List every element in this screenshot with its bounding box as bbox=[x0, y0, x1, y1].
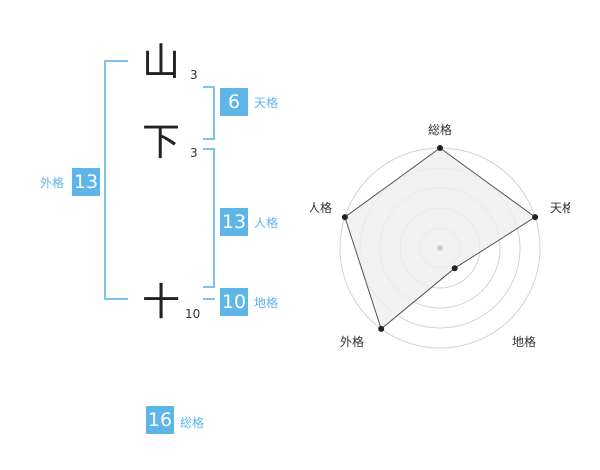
soukaku-value: 16 bbox=[146, 406, 174, 434]
gaikaku-label: 外格 bbox=[40, 176, 65, 190]
gaikaku-bracket bbox=[104, 60, 128, 300]
radar-axis-label-chikaku: 地格 bbox=[512, 334, 536, 349]
radar-center-dot bbox=[437, 245, 443, 251]
radar-points bbox=[341, 145, 539, 332]
radar-axis-label-soukaku: 総格 bbox=[428, 122, 452, 137]
radar-point bbox=[341, 214, 348, 221]
name-char-2: 下 bbox=[142, 120, 181, 164]
tenkaku-bracket bbox=[203, 86, 215, 140]
fortune-radar-chart: 総格 天格 地格 外格 人格 bbox=[310, 122, 570, 349]
jinkaku-value: 13 bbox=[220, 208, 248, 236]
radar-axis-label-gaikaku: 外格 bbox=[340, 334, 364, 349]
stroke-count-2: 3 bbox=[190, 146, 198, 160]
jinkaku-label: 人格 bbox=[254, 216, 279, 230]
gaikaku-value: 13 bbox=[72, 168, 100, 196]
stroke-count-1: 3 bbox=[190, 68, 198, 82]
chikaku-value: 10 bbox=[220, 288, 248, 316]
radar-point bbox=[532, 214, 539, 221]
radar-point bbox=[451, 265, 458, 272]
name-char-3: 十 bbox=[142, 280, 181, 324]
radar-point bbox=[378, 325, 385, 332]
radar-shape bbox=[344, 147, 536, 330]
tenkaku-value: 6 bbox=[220, 88, 248, 116]
radar-axis-label-tenkaku: 天格 bbox=[550, 200, 570, 215]
jinkaku-bracket bbox=[203, 148, 215, 288]
tenkaku-label: 天格 bbox=[254, 96, 279, 110]
name-char-1: 山 bbox=[142, 40, 181, 84]
soukaku-label: 総格 bbox=[180, 416, 205, 430]
chikaku-label: 地格 bbox=[254, 296, 279, 310]
chikaku-bracket bbox=[203, 298, 215, 300]
radar-axis-label-jinkaku: 人格 bbox=[310, 200, 332, 215]
radar-point bbox=[437, 145, 443, 151]
stroke-count-3: 10 bbox=[185, 307, 201, 321]
